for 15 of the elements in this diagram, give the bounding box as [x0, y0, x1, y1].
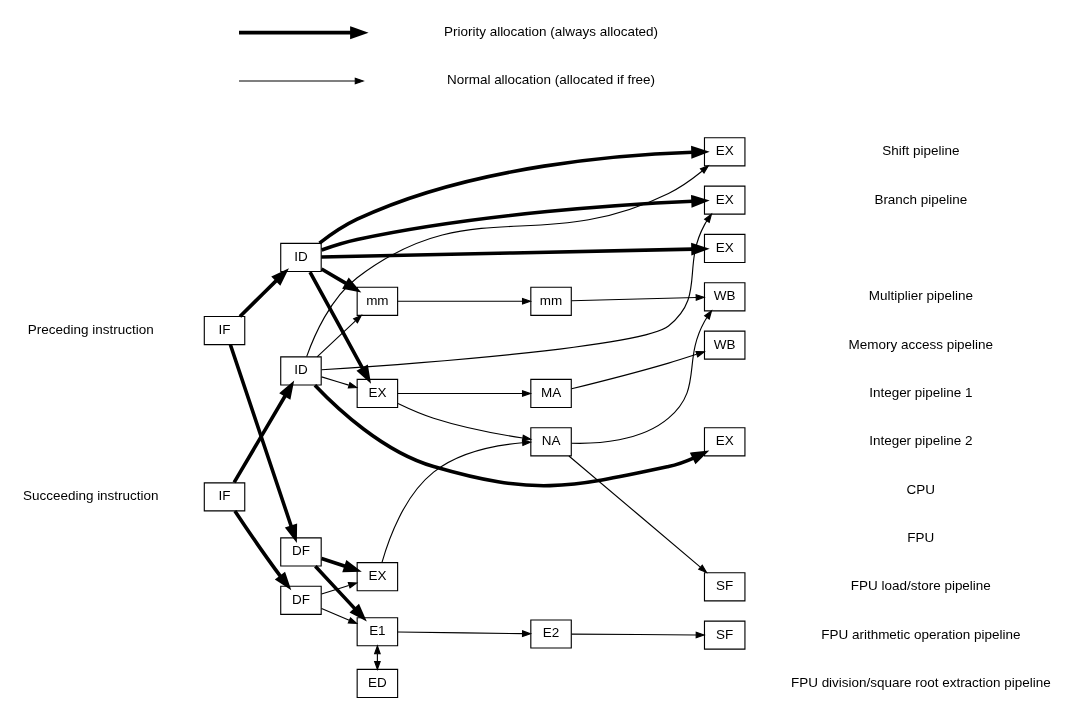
label: FPU arithmetic operation pipeline	[821, 626, 1021, 642]
legend-label: Priority allocation (always allocated)	[444, 23, 659, 39]
node-label: Preceding instruction	[27, 321, 154, 337]
label: FPU load/store pipeline	[850, 577, 991, 593]
label: Integer pipeline 1	[869, 384, 973, 400]
label: FPU division/square root extraction pipeline	[790, 674, 1051, 690]
label: Memory access pipeline	[848, 336, 994, 352]
label: FPU	[907, 529, 935, 545]
node-label: Succeeding instruction	[23, 487, 159, 503]
label: Branch pipeline	[874, 191, 968, 207]
label: Multiplier pipeline	[868, 287, 973, 303]
label: Shift pipeline	[882, 142, 960, 158]
label: Integer pipeline 2	[869, 432, 973, 448]
legend-label: Normal allocation (allocated if free)	[447, 71, 656, 87]
label: CPU	[906, 481, 936, 497]
